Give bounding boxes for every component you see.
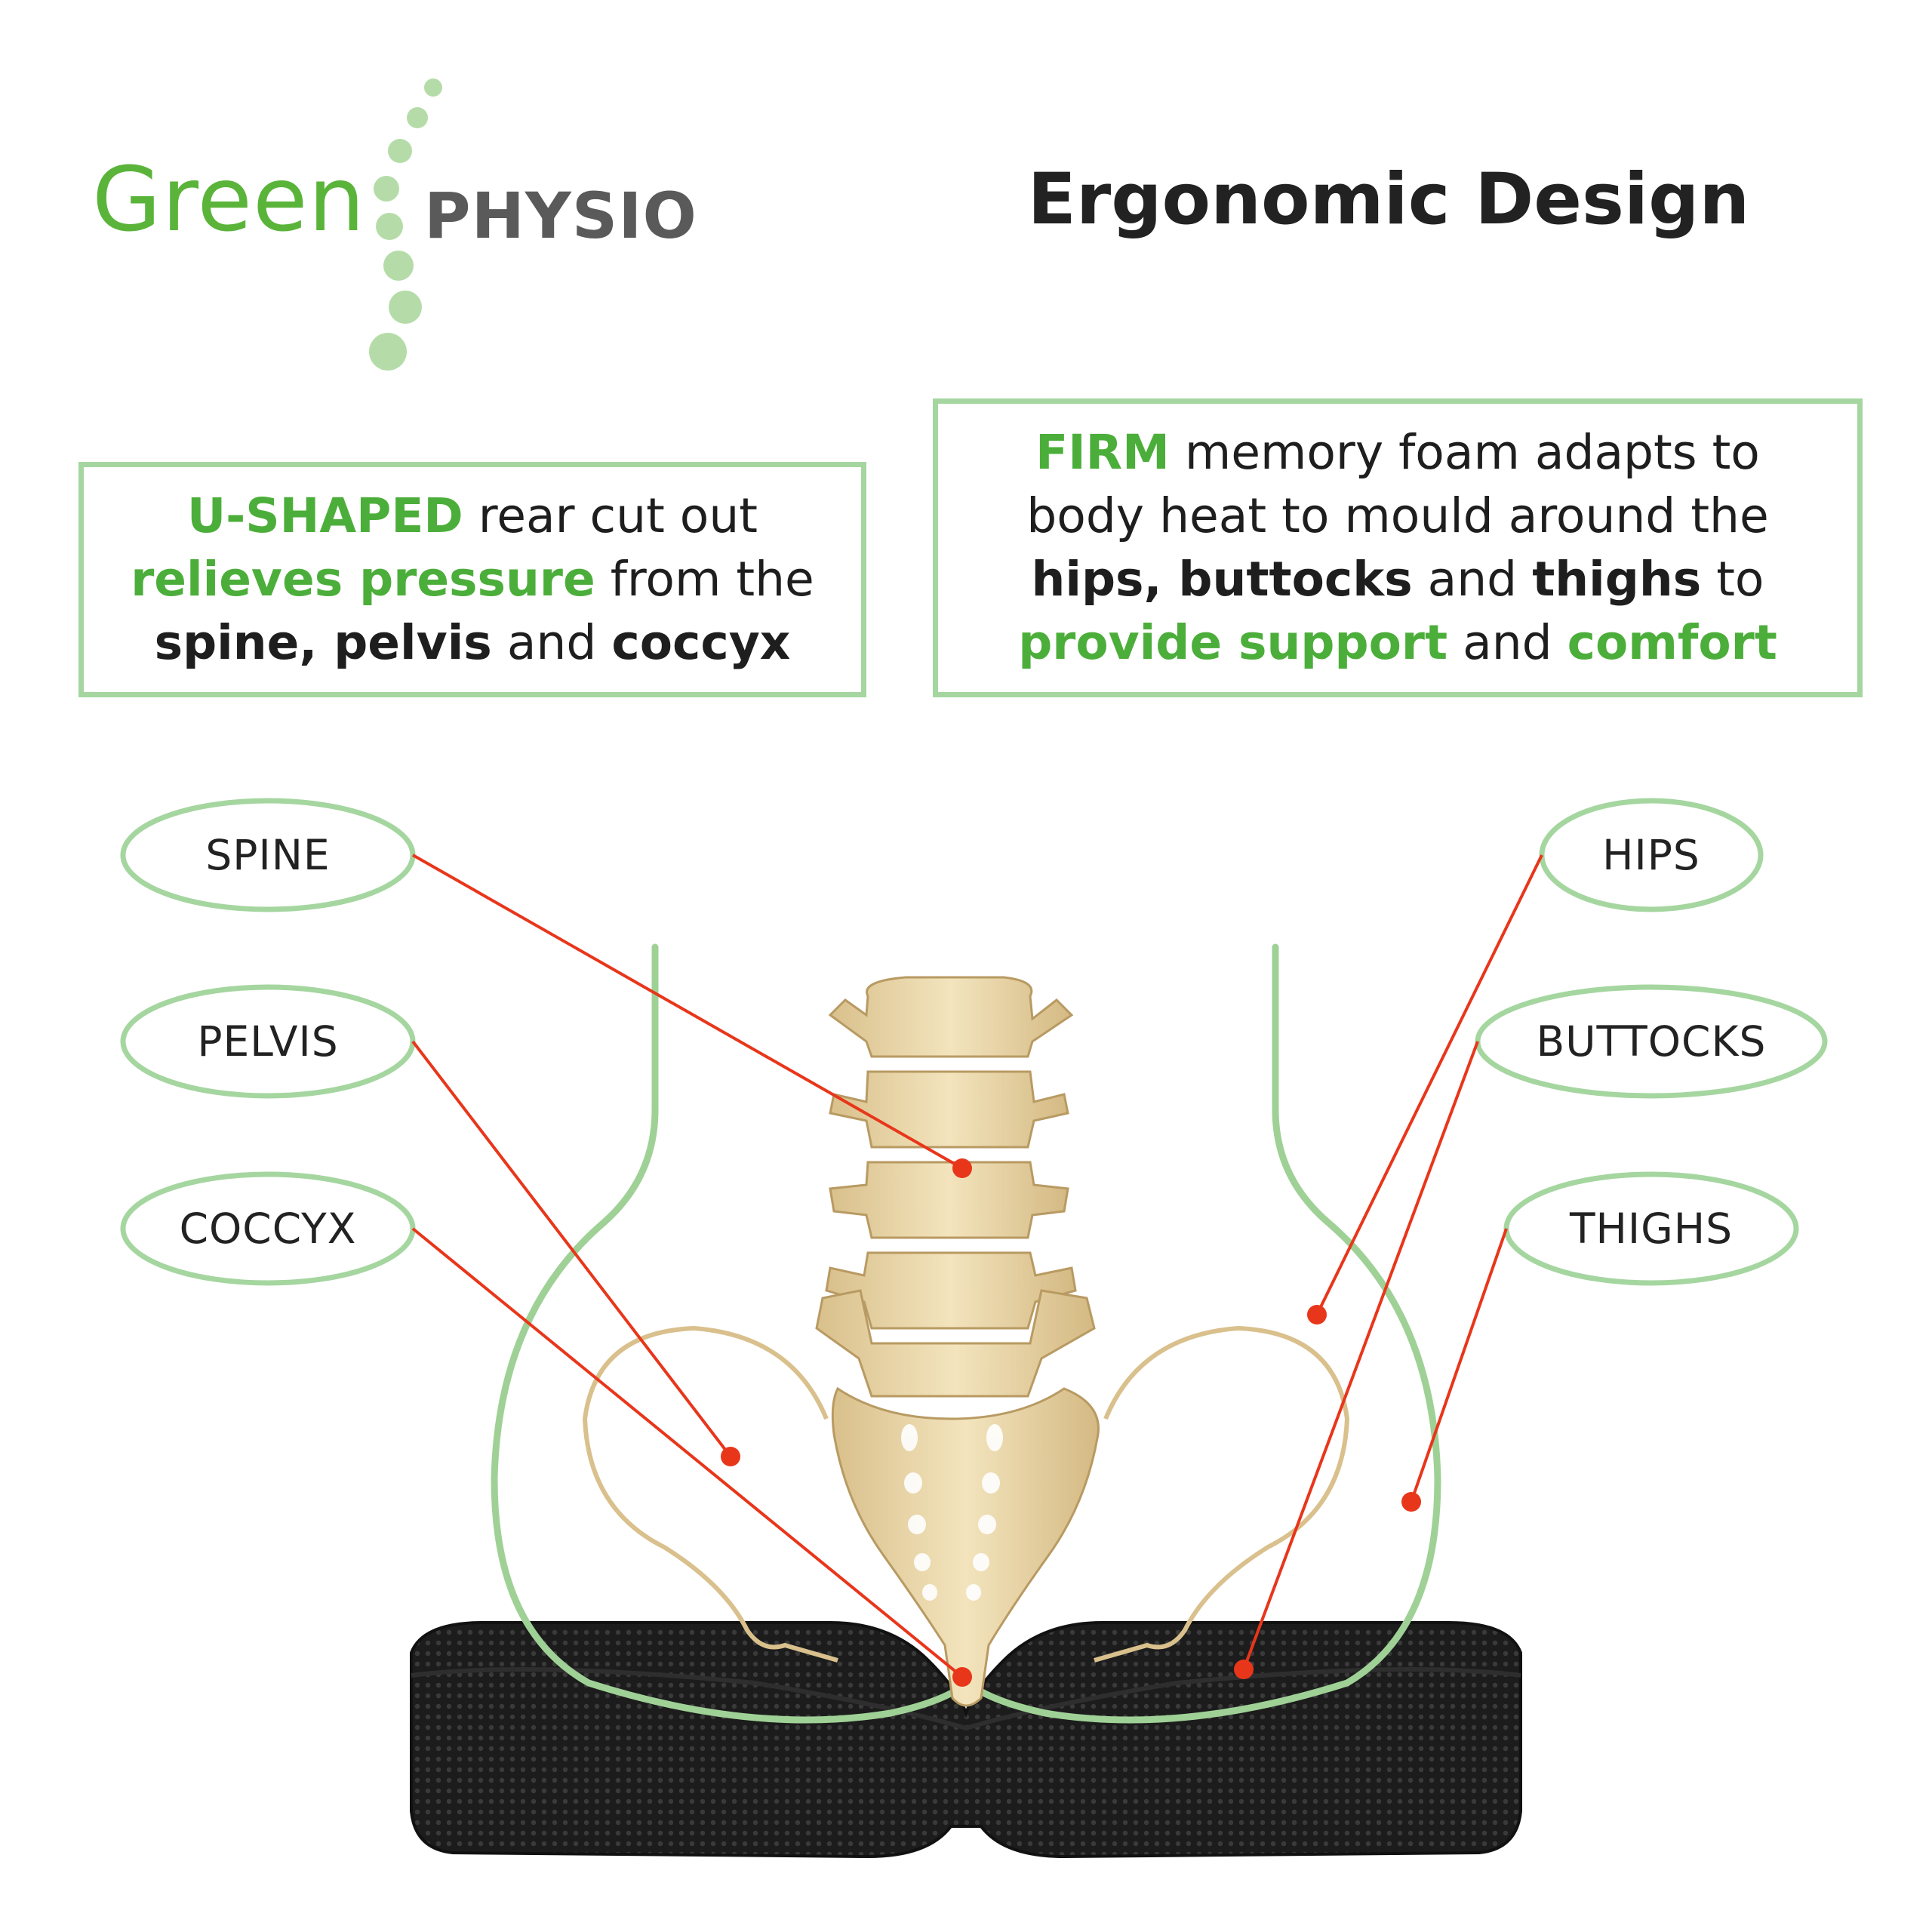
label-thighs: THIGHS: [1569, 1204, 1734, 1253]
bold-text: hips, buttocks: [1031, 552, 1413, 607]
highlight-text: comfort: [1567, 615, 1777, 670]
callout-text: to: [1701, 552, 1764, 607]
pointer-line-buttocks: [1242, 1041, 1479, 1670]
pointer-line-spine: [412, 854, 963, 1170]
callout-text: memory foam adapts to: [1169, 425, 1760, 480]
pointer-line-thighs: [1410, 1228, 1508, 1503]
label-spine: SPINE: [205, 831, 331, 879]
brand-name-physio: PHYSIO: [424, 179, 697, 253]
highlight-text: provide support: [1018, 615, 1448, 670]
pointer-dot-buttocks: [1234, 1660, 1254, 1679]
pointer-dot-pelvis: [721, 1447, 740, 1466]
pointer-line-hips: [1315, 854, 1543, 1315]
callout-text: and: [1447, 615, 1567, 670]
logo-dot: [389, 291, 422, 324]
pointer-dot-hips: [1307, 1305, 1327, 1324]
callout-text: from the: [595, 552, 814, 607]
sacral-foramina: [901, 1424, 1003, 1601]
lumbar-spine: [815, 976, 1100, 1707]
logo-dot: [424, 78, 442, 97]
pointer-line-pelvis: [411, 1040, 732, 1458]
label-pelvis: PELVIS: [197, 1017, 339, 1066]
label-coccyx: COCCYX: [179, 1204, 357, 1253]
pointer-dot-spine: [952, 1158, 972, 1178]
pointer-line-coccyx: [411, 1227, 964, 1678]
callout-text: and: [1412, 552, 1533, 607]
bold-text: coccyx: [611, 615, 791, 670]
pointer-dot-thighs: [1401, 1492, 1421, 1512]
callout-text: body heat to mould around the: [1026, 488, 1769, 543]
bold-text: thighs: [1532, 552, 1702, 607]
bold-text: spine, pelvis: [154, 615, 492, 670]
logo-dot: [383, 251, 414, 281]
logo-dot: [374, 176, 399, 202]
callout-firm-foam: FIRM memory foam adapts to body heat to …: [933, 398, 1863, 697]
pelvis-outline: [582, 1325, 1350, 1663]
logo-dot: [376, 213, 403, 240]
callout-text: rear cut out: [463, 488, 758, 543]
callout-u-shaped: U-SHAPED rear cut out relieves pressure …: [78, 462, 866, 697]
label-hips: HIPS: [1602, 831, 1700, 879]
logo-dot: [407, 107, 428, 128]
brand-name-green: Green: [92, 147, 366, 251]
logo-dot: [388, 139, 412, 163]
highlight-text: FIRM: [1035, 425, 1170, 480]
highlight-text: relieves pressure: [131, 552, 595, 607]
page-title: Ergonomic Design: [1027, 158, 1750, 241]
callout-text: and: [491, 615, 612, 670]
highlight-text: U-SHAPED: [187, 488, 463, 543]
logo-dot: [369, 333, 407, 371]
seat-cushion: [410, 1621, 1522, 1859]
pointer-dot-coccyx: [952, 1667, 972, 1687]
label-buttocks: BUTTOCKS: [1536, 1017, 1767, 1066]
